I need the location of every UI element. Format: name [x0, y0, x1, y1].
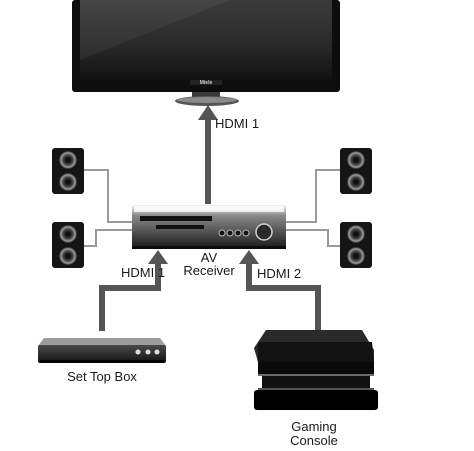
tv-stand-neck: [192, 92, 220, 98]
speaker-rear-right: [340, 222, 372, 268]
receiver-label-line2: Receiver: [183, 263, 235, 278]
arrow-settop-to-receiver: [99, 250, 168, 331]
wire-left-bottom: [84, 229, 132, 247]
speaker-rear-left: [52, 222, 84, 268]
wire-right-bottom: [286, 229, 340, 247]
television: [72, 0, 340, 106]
hdmi-label-tv: HDMI 1: [215, 116, 260, 131]
volume-knob-icon: [255, 223, 273, 241]
receiver-label-line1: AV: [200, 250, 218, 265]
gaming-console: [254, 330, 378, 410]
console-label-line2: Console: [290, 433, 338, 448]
speaker-front-right: [340, 148, 372, 194]
speaker-wires: [84, 169, 340, 247]
hdmi-arrows: [99, 105, 321, 335]
console-label-line1: Gaming: [291, 419, 337, 434]
wire-right-top: [286, 169, 340, 223]
arrow-receiver-to-tv: [198, 105, 218, 204]
speaker-front-left: [52, 148, 84, 194]
set-top-box: [38, 338, 166, 363]
wire-left-top: [84, 169, 132, 223]
hdmi-label-console: HDMI 2: [257, 266, 302, 281]
settop-label: Set Top Box: [67, 369, 137, 384]
tv-logo-plate: [190, 80, 222, 85]
av-receiver: [132, 205, 286, 249]
hdmi-label-settop: HDMI 1: [121, 265, 166, 280]
arrow-console-to-receiver: [239, 250, 321, 335]
